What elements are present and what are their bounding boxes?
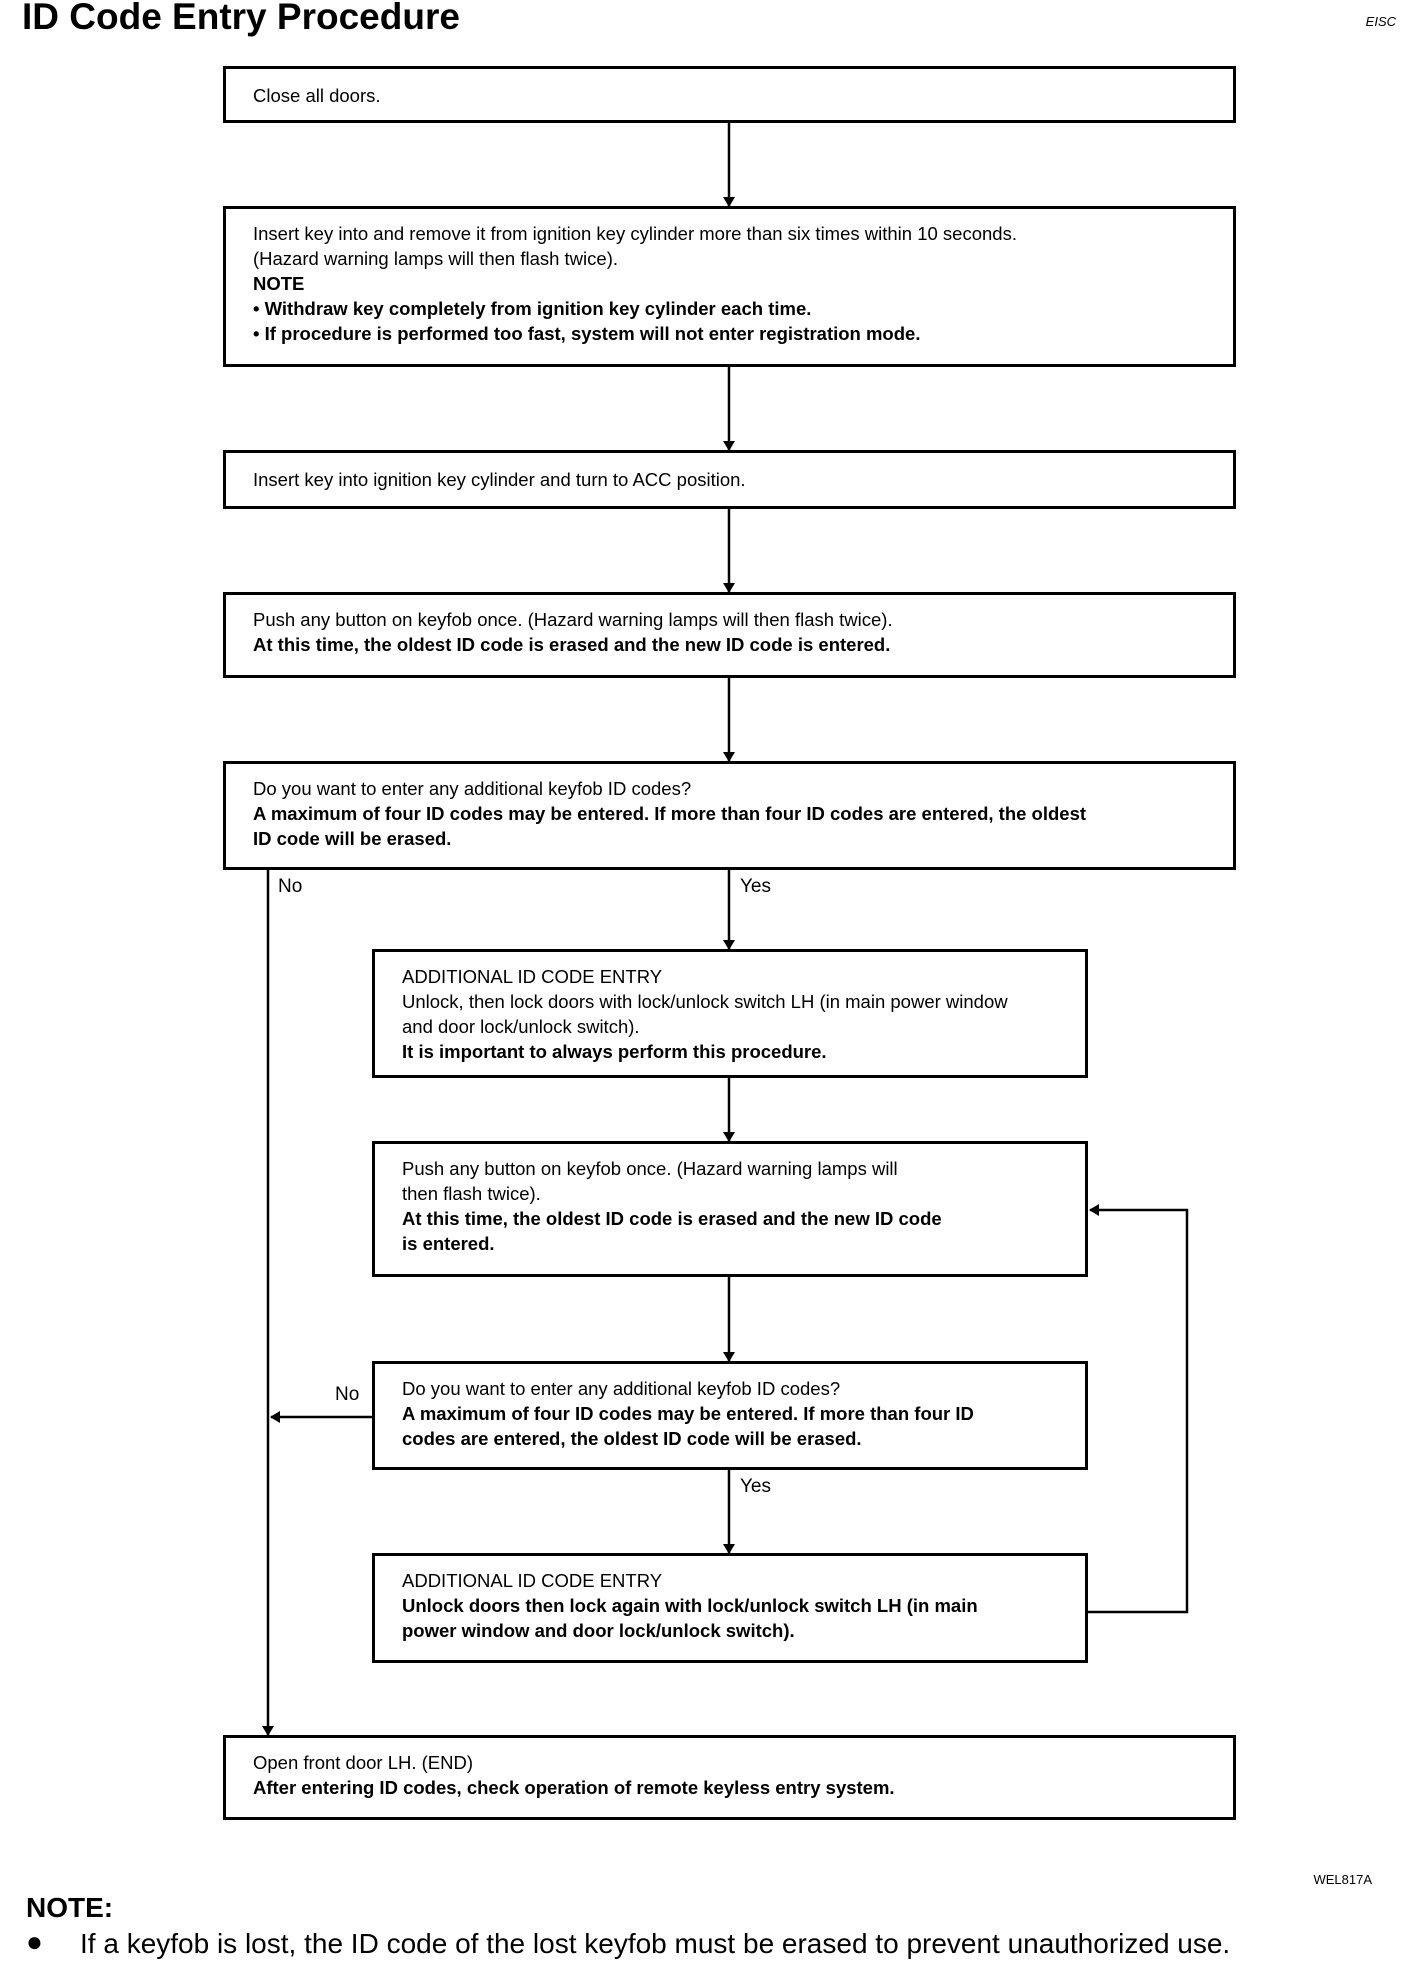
- step-text: Push any button on keyfob once. (Hazard …: [253, 609, 893, 630]
- step-bold-text: After entering ID codes, check operation…: [253, 1777, 895, 1798]
- step-text: Insert key into and remove it from ignit…: [253, 223, 1017, 244]
- arrow-loop-back: [1087, 1204, 1189, 1614]
- branch-label-no-2: No: [335, 1384, 360, 1405]
- step-text: Do you want to enter any additional keyf…: [402, 1378, 841, 1399]
- step-text: Unlock, then lock doors with lock/unlock…: [402, 991, 1008, 1012]
- step-heading: ADDITIONAL ID CODE ENTRY: [402, 966, 663, 987]
- step-bold-text: It is important to always perform this p…: [402, 1041, 827, 1062]
- step-bold-text: codes are entered, the oldest ID code wi…: [402, 1428, 862, 1449]
- step-heading: ADDITIONAL ID CODE ENTRY: [402, 1570, 663, 1591]
- step-bold-text: power window and door lock/unlock switch…: [402, 1620, 795, 1641]
- branch-label-yes-1: Yes: [740, 876, 771, 897]
- step-additional-entry-2: ADDITIONAL ID CODE ENTRY Unlock doors th…: [372, 1553, 1088, 1663]
- step-bold-text: A maximum of four ID codes may be entere…: [402, 1403, 974, 1424]
- note-label: NOTE: [253, 273, 305, 294]
- step-bold-text: At this time, the oldest ID code is eras…: [253, 634, 891, 655]
- step-bold-text: A maximum of four ID codes may be entere…: [253, 803, 1087, 824]
- step-text: Do you want to enter any additional keyf…: [253, 778, 692, 799]
- branch-label-yes-2: Yes: [740, 1476, 771, 1497]
- step-insert-acc: Insert key into ignition key cylinder an…: [223, 450, 1236, 509]
- step-text: then flash twice).: [402, 1183, 541, 1204]
- step-insert-remove-key: Insert key into and remove it from ignit…: [223, 206, 1236, 367]
- note-bullet-icon: ●: [26, 1926, 43, 1957]
- page-title: ID Code Entry Procedure: [22, 0, 460, 37]
- note-heading: NOTE:: [26, 1892, 114, 1923]
- note-item: • Withdraw key completely from ignition …: [253, 298, 812, 319]
- note-item: • If procedure is performed too fast, sy…: [253, 323, 921, 344]
- step-push-button-2: Push any button on keyfob once. (Hazard …: [372, 1141, 1088, 1277]
- step-text: Close all doors.: [253, 85, 381, 106]
- step-text: Open front door LH. (END): [253, 1752, 474, 1773]
- step-open-front-door: Open front door LH. (END) After entering…: [223, 1735, 1236, 1820]
- step-additional-entry-1: ADDITIONAL ID CODE ENTRY Unlock, then lo…: [372, 949, 1088, 1078]
- step-text: (Hazard warning lamps will then flash tw…: [253, 248, 618, 269]
- document-code: EISC: [1365, 14, 1396, 29]
- step-close-doors: Close all doors.: [223, 66, 1236, 123]
- step-push-button-1: Push any button on keyfob once. (Hazard …: [223, 592, 1236, 678]
- decision-additional-codes-2: Do you want to enter any additional keyf…: [372, 1361, 1088, 1470]
- decision-additional-codes-1: Do you want to enter any additional keyf…: [223, 761, 1236, 870]
- step-text: and door lock/unlock switch).: [402, 1016, 640, 1037]
- step-bold-text: Unlock doors then lock again with lock/u…: [402, 1595, 978, 1616]
- figure-reference: WEL817A: [1313, 1872, 1372, 1887]
- step-text: Push any button on keyfob once. (Hazard …: [402, 1158, 898, 1179]
- step-bold-text: is entered.: [402, 1233, 495, 1254]
- branch-label-no-1: No: [278, 876, 303, 897]
- step-bold-text: ID code will be erased.: [253, 828, 452, 849]
- step-bold-text: At this time, the oldest ID code is eras…: [402, 1208, 942, 1229]
- step-text: Insert key into ignition key cylinder an…: [253, 469, 746, 490]
- note-text: If a keyfob is lost, the ID code of the …: [80, 1928, 1231, 1959]
